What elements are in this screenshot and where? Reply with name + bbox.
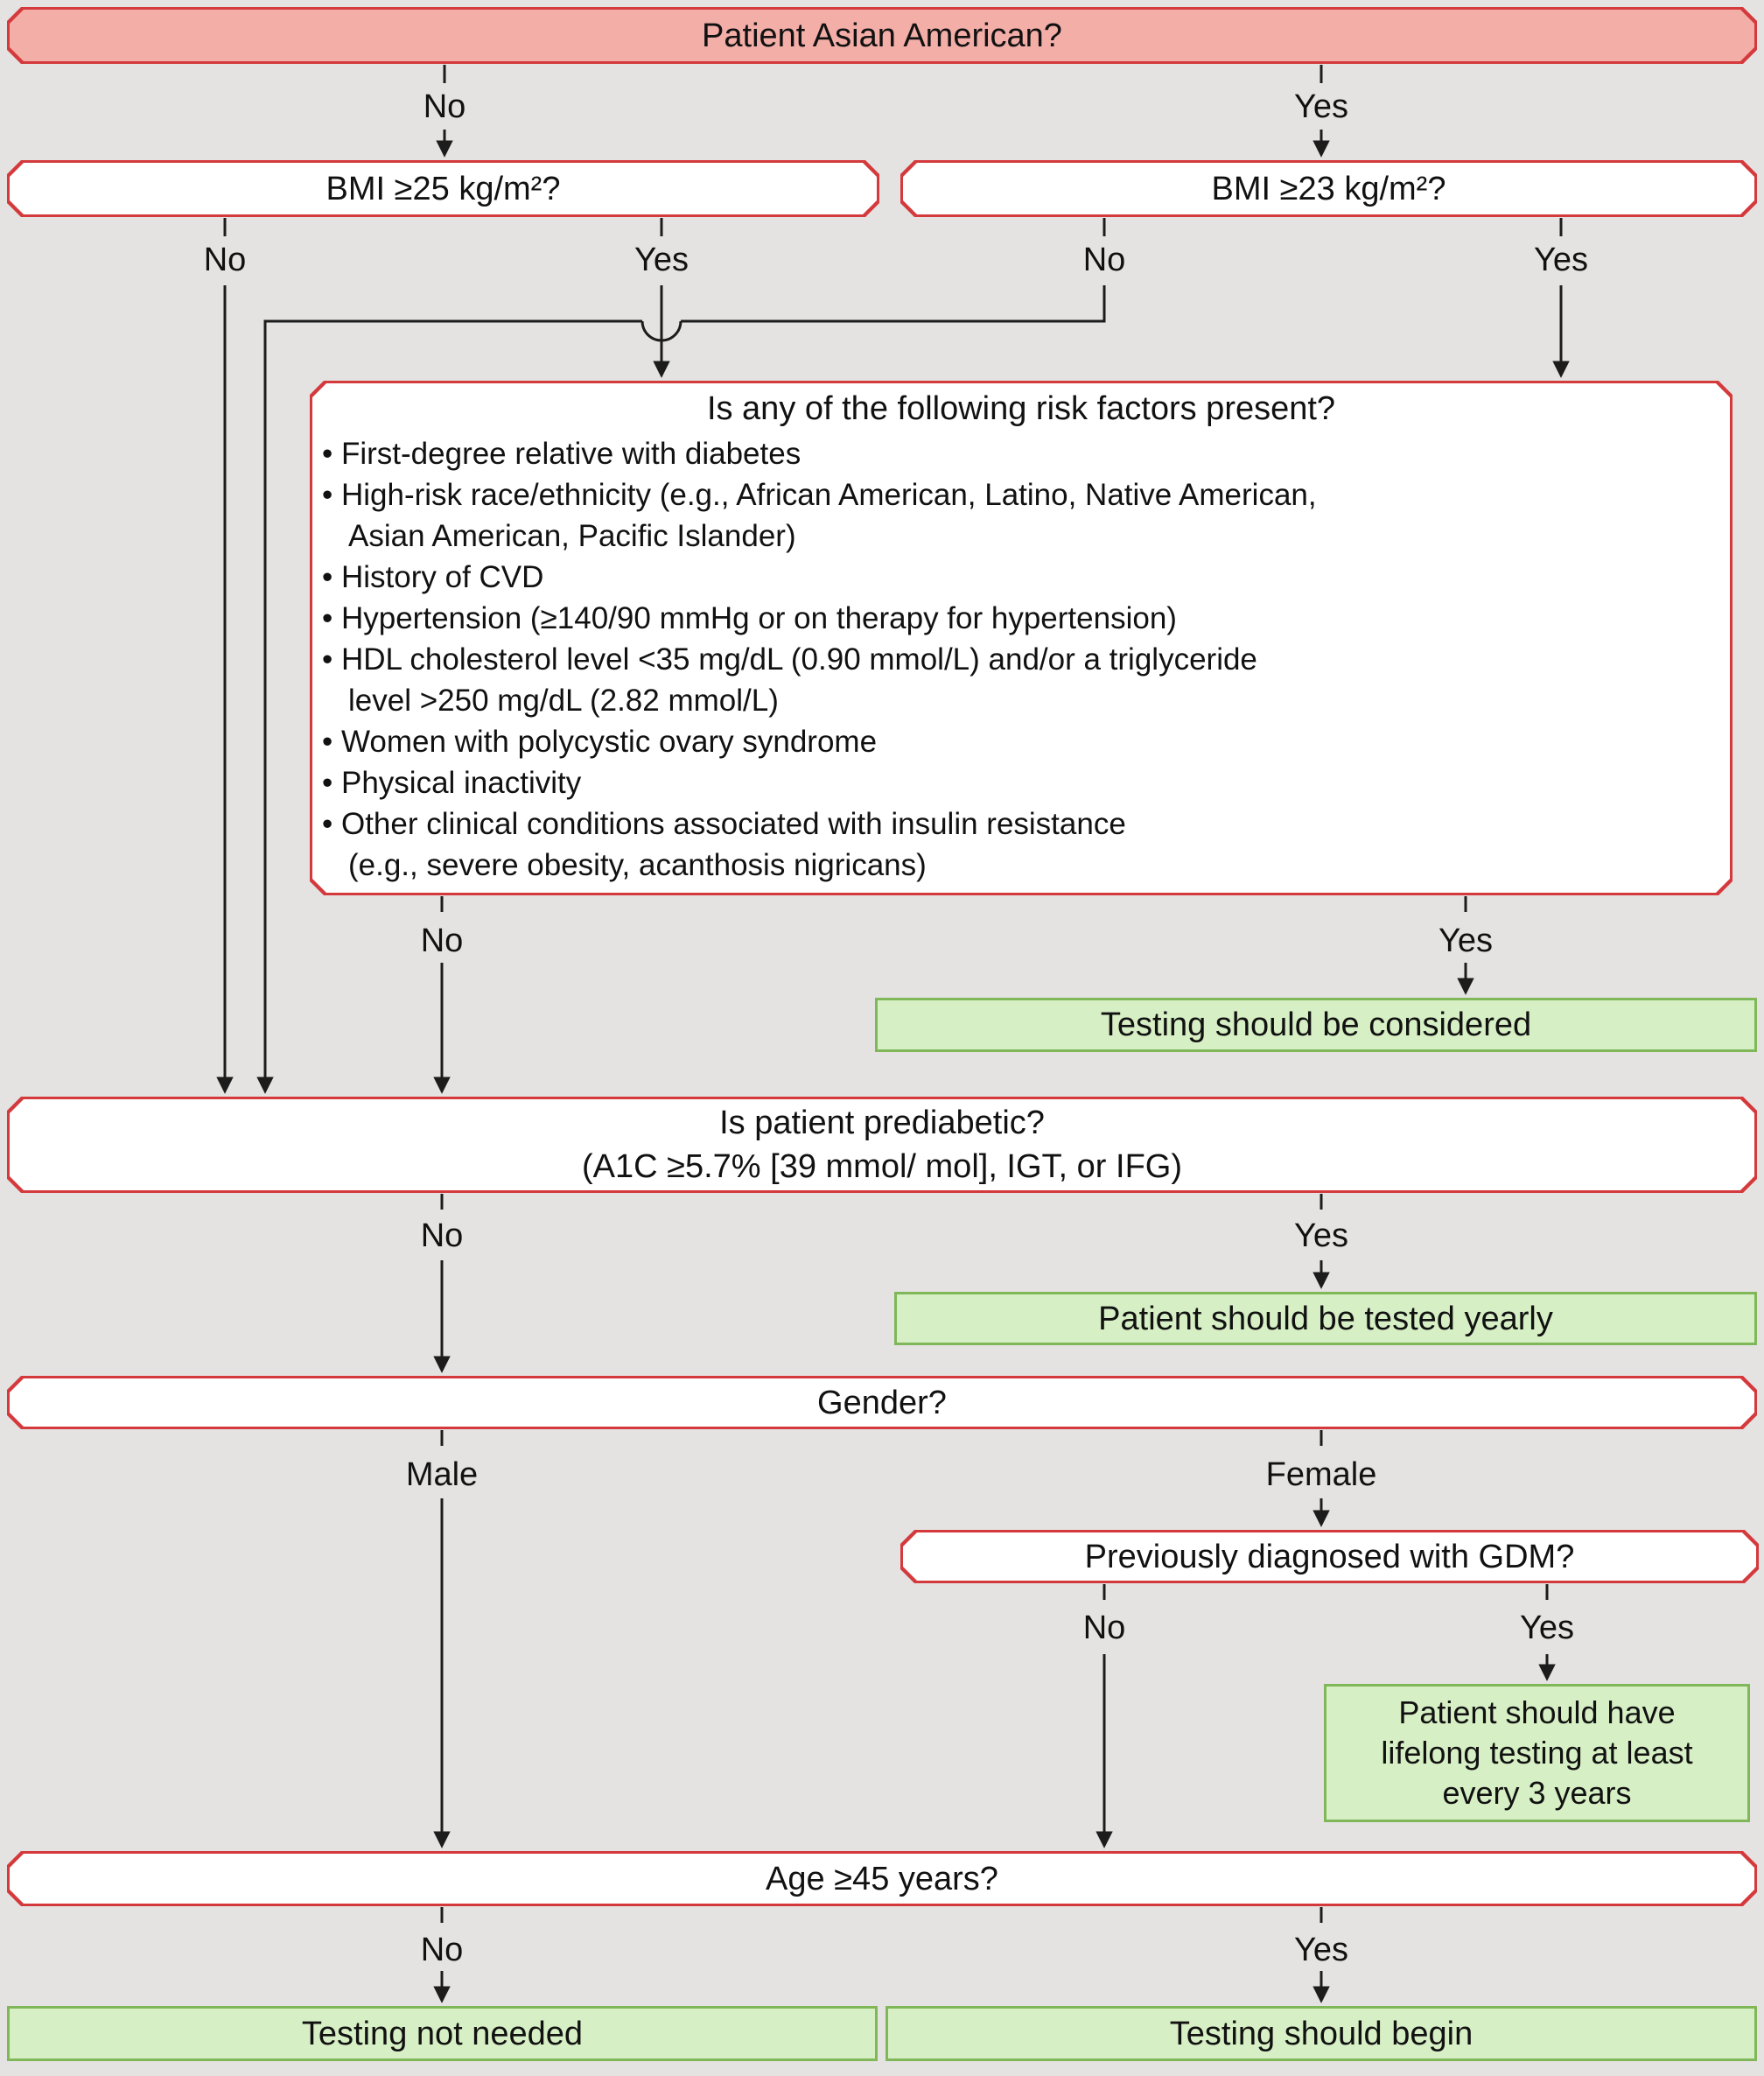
edge-label-bmi23-no: No	[1082, 242, 1126, 278]
risk-factors-list: • First-degree relative with diabetes • H…	[322, 433, 1720, 886]
text-line: Patient should have	[1398, 1694, 1676, 1730]
node-bmi-25: BMI ≥25 kg/m²?	[7, 160, 879, 217]
text-line: Is patient prediabetic?	[719, 1105, 1045, 1141]
edge-label-risk-no: No	[420, 922, 464, 959]
edge-label-gdm-yes: Yes	[1520, 1610, 1574, 1646]
text-line: Asian American, Pacific Islander)	[348, 519, 796, 553]
node-label: Previously diagnosed with GDM?	[1084, 1538, 1575, 1575]
node-label: BMI ≥25 kg/m²?	[326, 170, 561, 207]
node-label: Age ≥45 years?	[766, 1860, 998, 1897]
edge-label-bmi25-no: No	[203, 242, 247, 278]
node-fill	[10, 163, 877, 214]
node-fill	[10, 1854, 1754, 1904]
node-prediabetic: Is patient prediabetic? (A1C ≥5.7% [39 mm…	[7, 1097, 1757, 1193]
node-age-45: Age ≥45 years?	[7, 1851, 1757, 1906]
text-line: • History of CVD	[322, 560, 544, 594]
text-line: level >250 mg/dL (2.82 mmol/L)	[348, 684, 779, 718]
edge-bmi23-no-route	[681, 285, 1106, 323]
outcome-label: Testing not needed	[301, 2015, 584, 2052]
edge-label-prediabetic-yes: Yes	[1294, 1217, 1348, 1254]
text-line: lifelong testing at least	[1381, 1735, 1693, 1771]
text-line: • Hypertension (≥140/90 mmHg or on thera…	[322, 601, 1177, 635]
node-patient-asian-american: Patient Asian American?	[7, 7, 1757, 64]
edge-label-age-no: No	[420, 1932, 464, 1968]
node-label: Patient Asian American?	[702, 17, 1062, 54]
risk-factors-title: Is any of the following risk factors pre…	[706, 390, 1336, 427]
text-line: • Other clinical conditions associated w…	[322, 807, 1126, 841]
node-fill	[10, 10, 1754, 61]
node-bmi-23: BMI ≥23 kg/m²?	[900, 160, 1757, 217]
text-line: (e.g., severe obesity, acanthosis nigric…	[348, 848, 927, 882]
text-line: • High-risk race/ethnicity (e.g., Africa…	[322, 478, 1317, 512]
text-line: (A1C ≥5.7% [39 mmol/ mol], IGT, or IFG)	[581, 1148, 1182, 1185]
outcome-label: Patient should be tested yearly	[1098, 1300, 1553, 1337]
outcome-testing-should-begin: Testing should begin	[886, 2006, 1757, 2061]
edge-label-asian-no: No	[423, 88, 466, 125]
edge-bmi23-no-to-prediabetic	[256, 319, 642, 1094]
edge-label-gdm-no: No	[1082, 1610, 1126, 1646]
edge-label-gender-female: Female	[1265, 1456, 1377, 1493]
text-line: • Physical inactivity	[322, 766, 582, 800]
edge-label-bmi25-yes: Yes	[634, 242, 689, 278]
edge-label-age-yes: Yes	[1294, 1932, 1348, 1968]
outcome-testing-considered: Testing should be considered	[875, 998, 1757, 1052]
outcome-testing-not-needed: Testing not needed	[7, 2006, 878, 2061]
node-gender: Gender?	[7, 1376, 1757, 1429]
outcome-label: Patient should have lifelong testing at l…	[1381, 1693, 1692, 1813]
node-label: Gender?	[817, 1384, 947, 1421]
text-line: • First-degree relative with diabetes	[322, 437, 802, 471]
outcome-tested-yearly: Patient should be tested yearly	[894, 1292, 1757, 1345]
outcome-label: Testing should begin	[1169, 2015, 1474, 2052]
edge-label-gender-male: Male	[405, 1456, 479, 1493]
text-line: every 3 years	[1442, 1775, 1632, 1811]
outcome-label: Testing should be considered	[1100, 1006, 1532, 1043]
node-gdm: Previously diagnosed with GDM?	[900, 1530, 1759, 1583]
edge-label-asian-yes: Yes	[1294, 88, 1348, 125]
node-fill	[10, 1378, 1754, 1427]
node-risk-factors: Is any of the following risk factors pre…	[310, 381, 1732, 895]
outcome-lifelong-testing: Patient should have lifelong testing at l…	[1324, 1684, 1750, 1822]
bridge-hop	[640, 320, 682, 342]
text-line: • Women with polycystic ovary syndrome	[322, 725, 878, 759]
edge-label-bmi23-yes: Yes	[1534, 242, 1588, 278]
node-fill	[903, 163, 1754, 214]
edge-label-risk-yes: Yes	[1438, 922, 1493, 959]
node-fill	[312, 383, 1730, 893]
node-fill	[903, 1532, 1756, 1581]
node-fill	[10, 1099, 1754, 1190]
node-label: Is patient prediabetic? (A1C ≥5.7% [39 mm…	[7, 1097, 1757, 1193]
node-label: BMI ≥23 kg/m²?	[1211, 170, 1446, 207]
edge-label-prediabetic-no: No	[420, 1217, 464, 1254]
text-line: • HDL cholesterol level <35 mg/dL (0.90 …	[322, 642, 1257, 677]
